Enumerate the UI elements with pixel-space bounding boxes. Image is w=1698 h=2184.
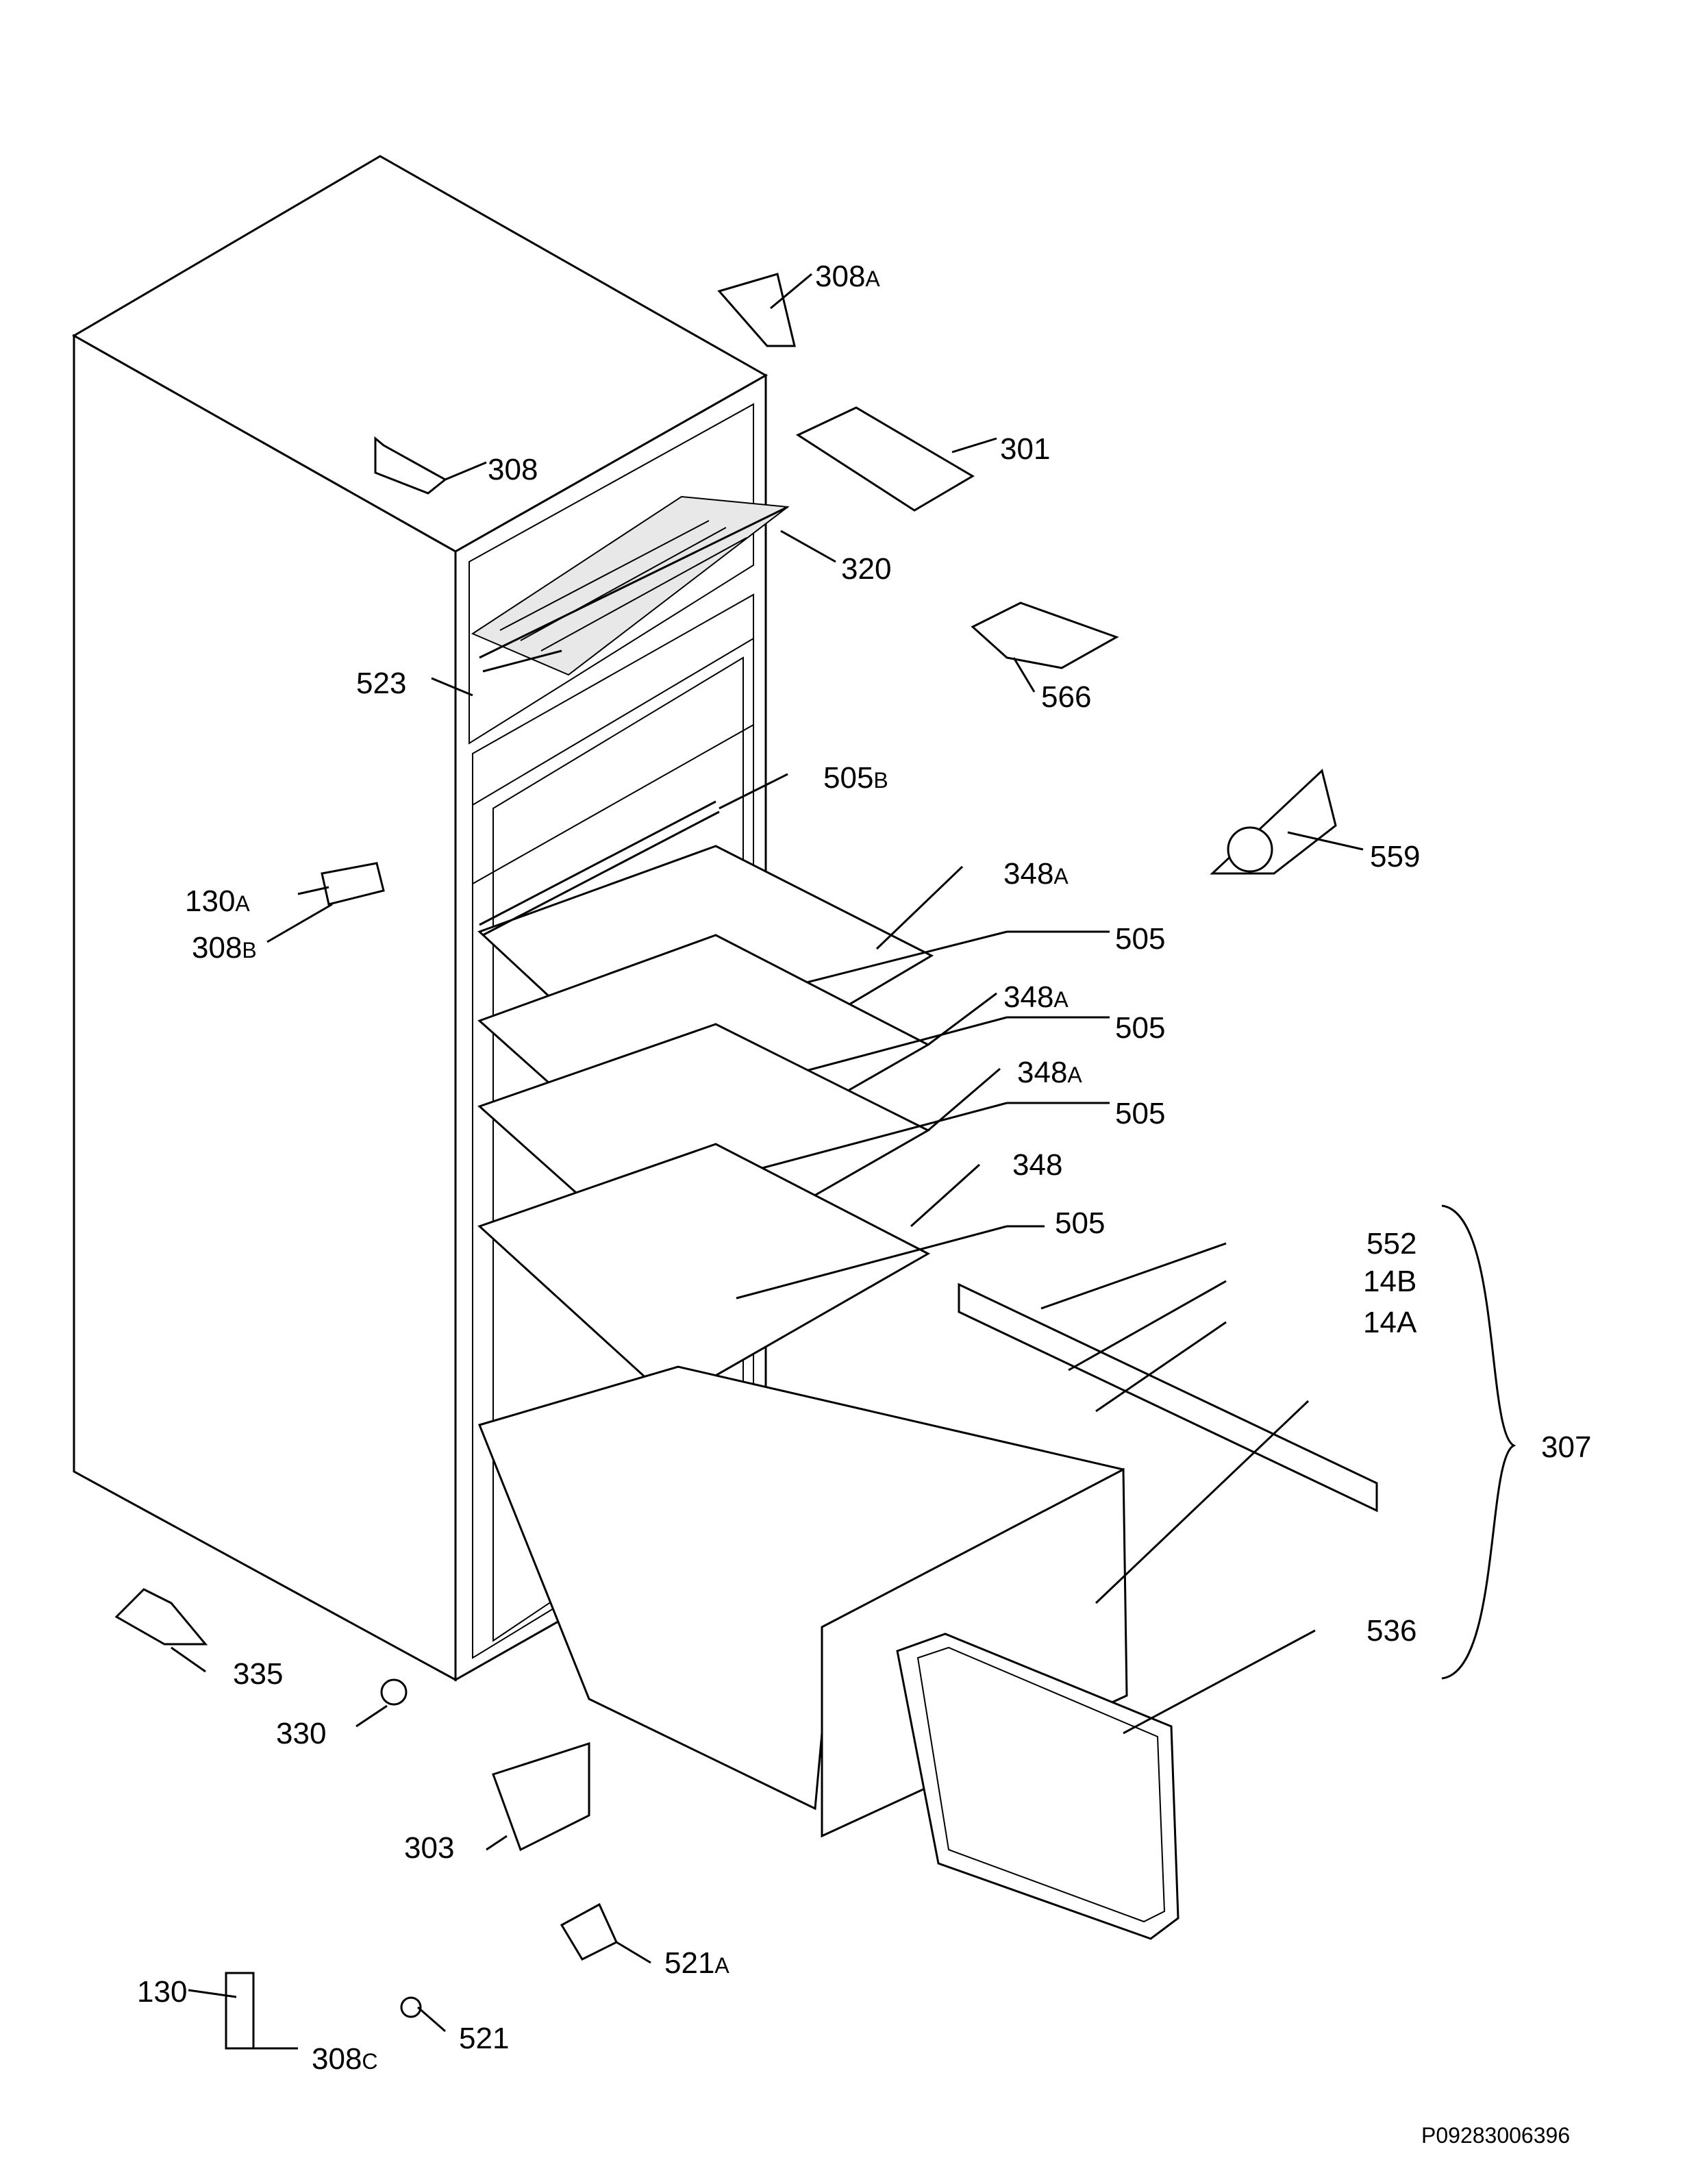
hinge-130A bbox=[321, 862, 385, 906]
callout-130A: 130A bbox=[185, 884, 250, 918]
bracket-308A bbox=[717, 273, 796, 347]
callout-14B: 14B bbox=[1363, 1265, 1416, 1298]
callout-308C: 308C bbox=[312, 2042, 378, 2076]
callout-308B: 308B bbox=[192, 931, 257, 965]
ice-scoop-566 bbox=[971, 601, 1119, 669]
callout-307: 307 bbox=[1541, 1430, 1591, 1464]
callout-330: 330 bbox=[276, 1717, 326, 1750]
callout-521A: 521A bbox=[664, 1946, 729, 1980]
callout-552: 552 bbox=[1366, 1227, 1416, 1261]
callout-348A-2: 348A bbox=[1003, 980, 1069, 1014]
callout-505B: 505B bbox=[823, 761, 888, 795]
leader-lines bbox=[171, 273, 1516, 2050]
callout-559: 559 bbox=[1370, 840, 1420, 873]
callout-14A: 14A bbox=[1363, 1306, 1417, 1339]
callout-308A: 308A bbox=[815, 260, 880, 293]
ice-tray-301 bbox=[795, 406, 975, 512]
callout-536: 536 bbox=[1366, 1614, 1416, 1648]
hinge-130 bbox=[225, 1972, 255, 2050]
callout-348: 348 bbox=[1012, 1148, 1062, 1182]
clip-521A bbox=[560, 1902, 618, 1961]
callout-301: 301 bbox=[1000, 432, 1050, 466]
screw-330 bbox=[380, 1678, 408, 1706]
callout-130: 130 bbox=[137, 1975, 187, 2009]
callout-335: 335 bbox=[233, 1657, 283, 1691]
bracket-308 bbox=[374, 436, 447, 495]
callout-523: 523 bbox=[356, 667, 406, 700]
crisper-drawer-assembly bbox=[477, 1282, 1378, 1940]
knob-559-dial bbox=[1227, 826, 1273, 873]
plinth-303 bbox=[492, 1741, 590, 1852]
small-parts bbox=[114, 273, 1337, 2050]
foot-335 bbox=[114, 1588, 208, 1646]
callout-566: 566 bbox=[1041, 680, 1091, 714]
callout-348A-3: 348A bbox=[1017, 1056, 1082, 1089]
callout-320: 320 bbox=[841, 552, 891, 586]
callout-505-2: 505 bbox=[1115, 1011, 1165, 1045]
drawing-reference-code: P09283006396 bbox=[1421, 2123, 1570, 2148]
callout-521: 521 bbox=[459, 2022, 509, 2055]
callout-303: 303 bbox=[404, 1831, 454, 1865]
freezer-shelf-320 bbox=[471, 495, 790, 676]
callout-308: 308 bbox=[488, 453, 538, 486]
callout-348A-1: 348A bbox=[1003, 857, 1069, 891]
cap-521 bbox=[400, 1996, 422, 2018]
callout-labels: 308A 301 308 320 523 566 505B 559 348A 1… bbox=[137, 260, 1591, 2076]
callout-505-1: 505 bbox=[1115, 922, 1165, 956]
callout-505-4: 505 bbox=[1055, 1206, 1105, 1240]
callout-505-3: 505 bbox=[1115, 1097, 1165, 1130]
